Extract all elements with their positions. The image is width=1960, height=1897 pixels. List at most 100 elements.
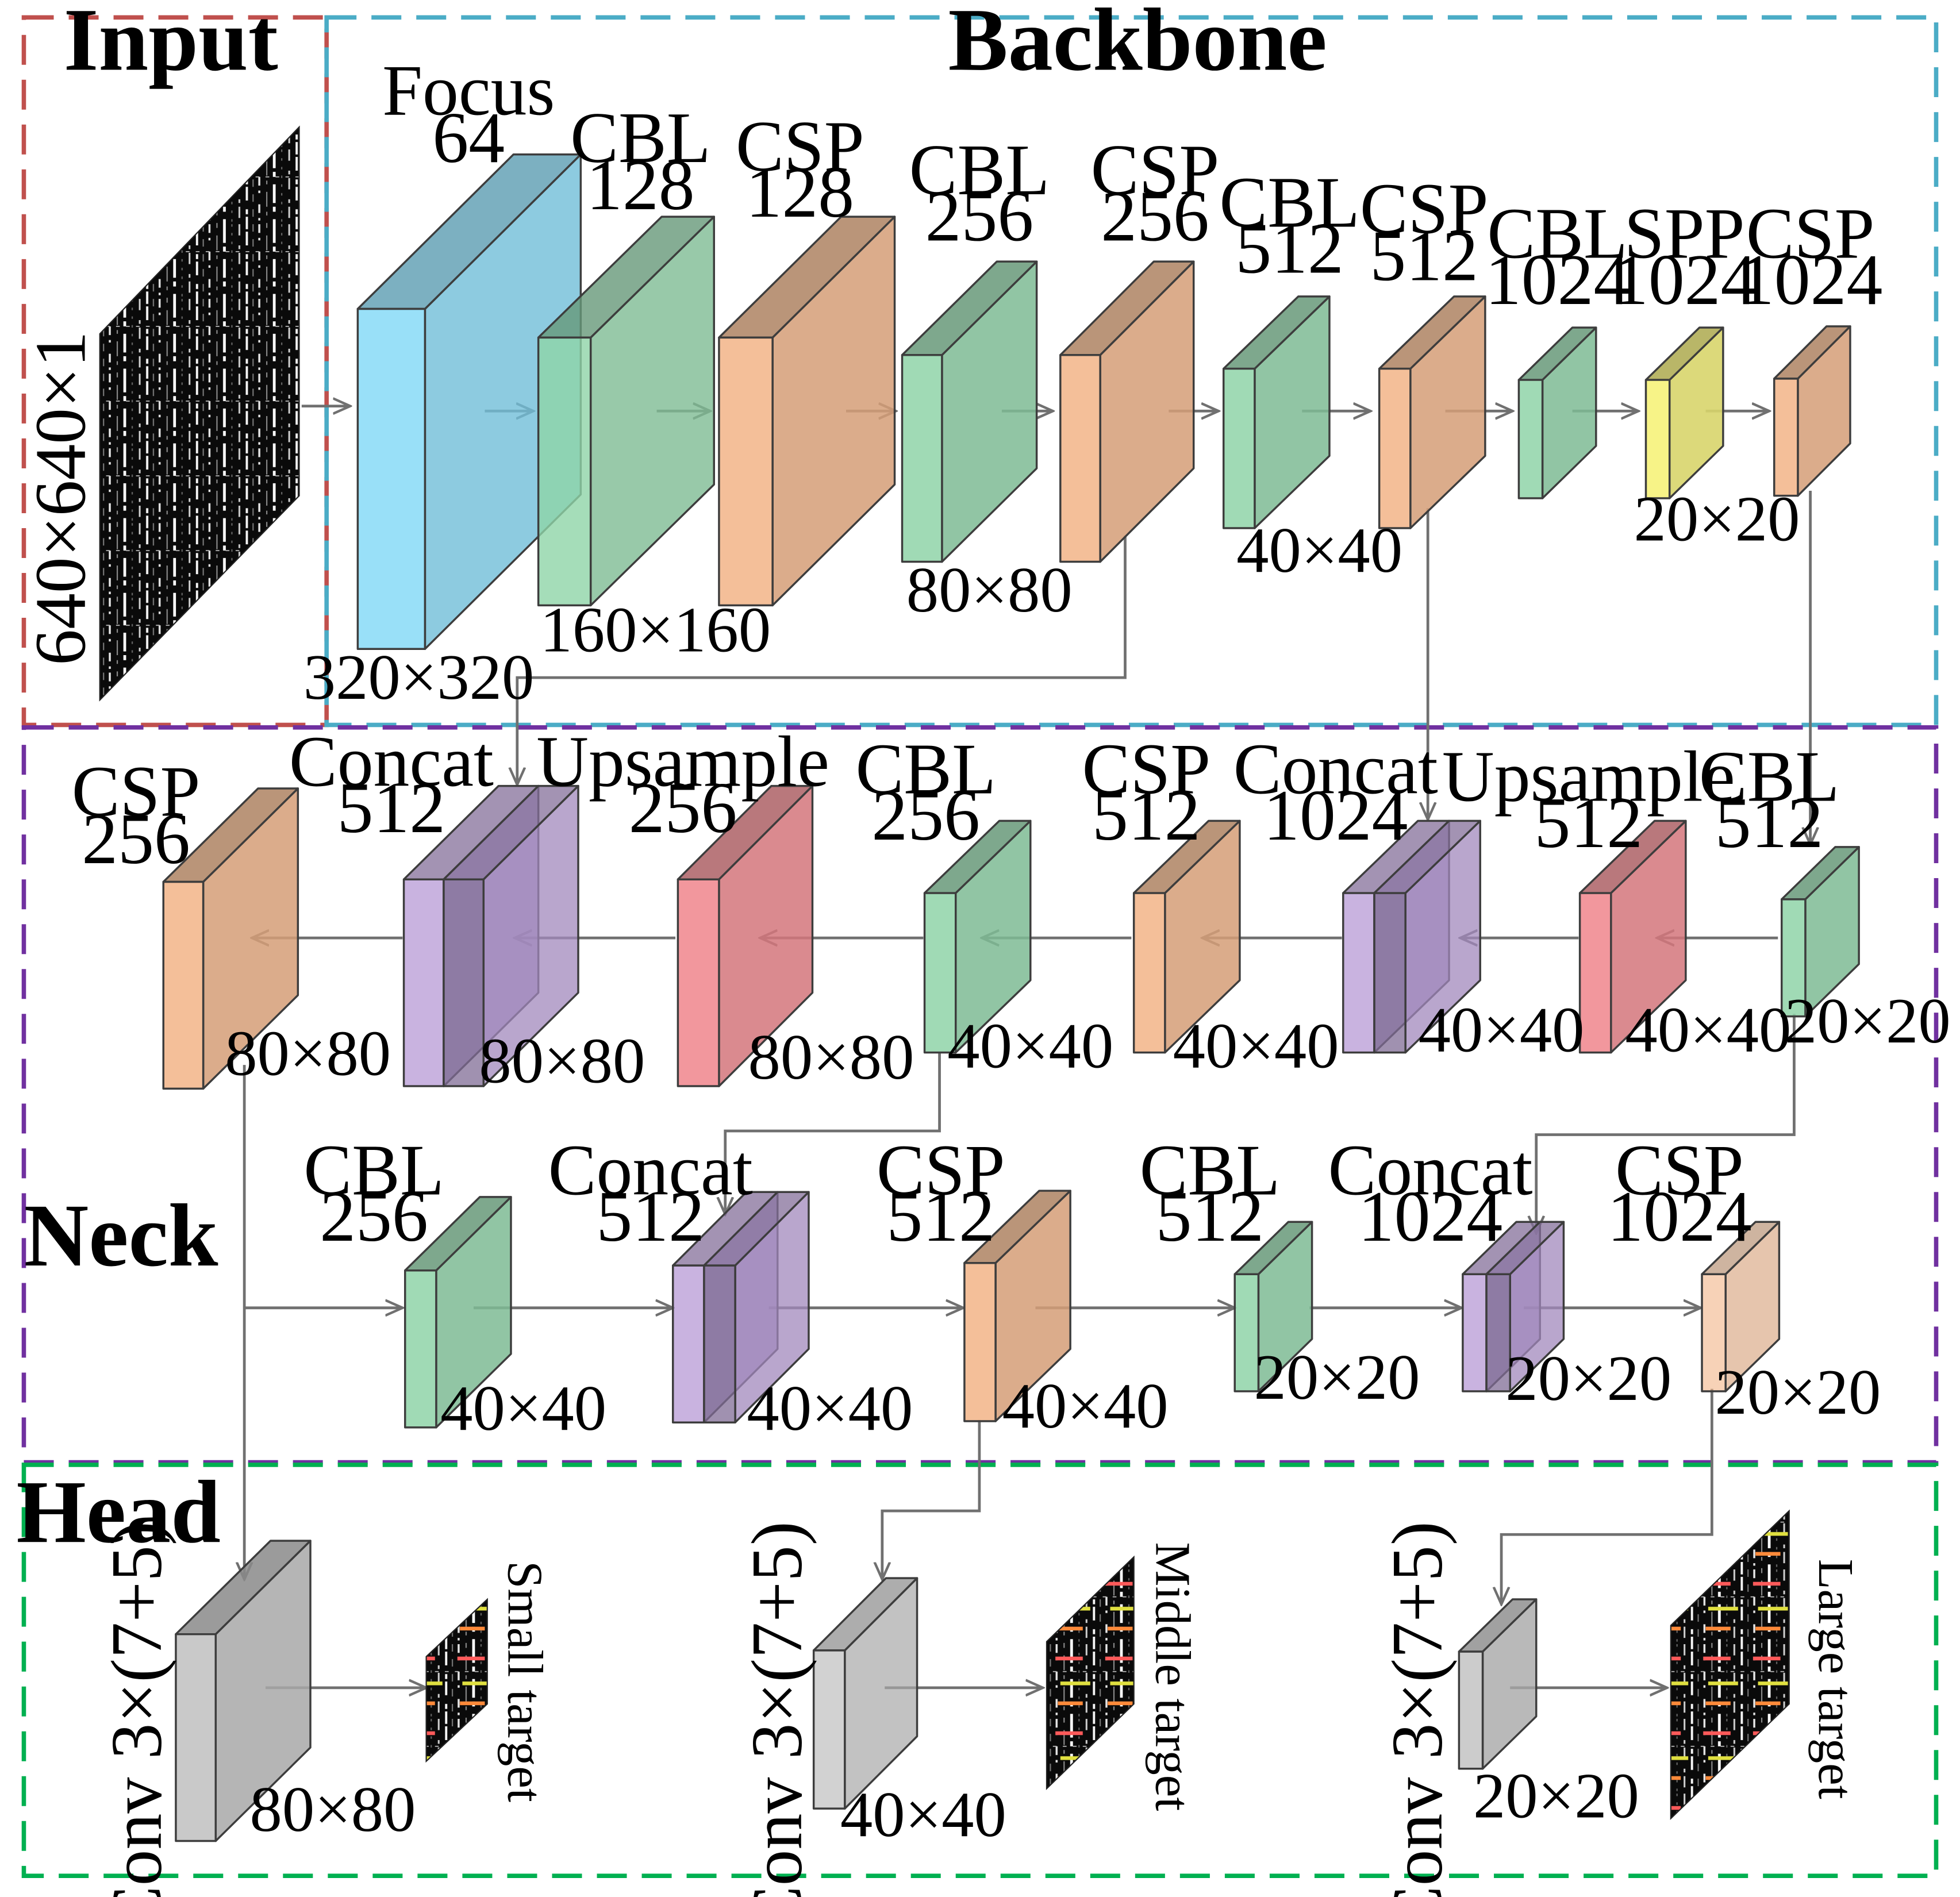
cbl512-channels: 512 — [1235, 209, 1344, 289]
block-neck-csp-256-front — [162, 880, 205, 1090]
neck-concat512-name: Concat — [289, 722, 494, 802]
neck2-csp1024-dim: 20×20 — [1715, 1357, 1881, 1428]
block-cbl-1024-front — [1517, 379, 1544, 499]
cbl1024-name: CBL — [1487, 194, 1627, 274]
dim-320: 320×320 — [303, 642, 535, 713]
block-csp-128 — [718, 216, 896, 607]
neck-concat512-channels: 512 — [337, 768, 446, 848]
block-neck-concat-1024-b — [1373, 819, 1481, 1054]
block-neck2-cbl-512 — [1233, 1221, 1313, 1392]
neck-upsample512-dim: 40×40 — [1625, 994, 1791, 1065]
block-focus-front — [356, 307, 426, 650]
block-csp-512 — [1378, 295, 1486, 529]
dim-80: 80×80 — [906, 555, 1073, 626]
neck-row2-labels: CBL 256 40×40 Concat 512 40×40 CSP 512 4… — [303, 1131, 1881, 1445]
backbone-labels: Focus 64 CBL 128 CSP 128 CBL 256 CSP 256… — [303, 51, 1883, 713]
middle-target-label: Middle target — [1146, 1542, 1201, 1811]
neck2-cbl256-dim: 40×40 — [440, 1373, 606, 1444]
head-middle-dim: 40×40 — [840, 1779, 1006, 1850]
block-cbl-512 — [1222, 295, 1331, 529]
head-small-conv-label: Conv 3×(7+5) — [97, 1521, 177, 1897]
block-neck-cbl-256 — [923, 819, 1032, 1054]
dim-40: 40×40 — [1236, 515, 1402, 586]
neck-cbl512-channels: 512 — [1715, 783, 1824, 863]
block-neck-cbl-256-front — [923, 892, 957, 1054]
neck-cbl256-name: CBL — [855, 730, 996, 810]
neck2-concat1024-name: Concat — [1328, 1131, 1532, 1211]
neck-upsample512-channels: 512 — [1535, 783, 1643, 863]
neck-cbl512-name: CBL — [1699, 737, 1839, 817]
neck-section-title: Neck — [24, 1186, 218, 1285]
cbl1024-channels: 1024 — [1485, 240, 1630, 320]
cbl128-name: CBL — [570, 98, 710, 178]
block-csp-128-front — [718, 336, 774, 607]
head-middle-conv-label: Conv 3×(7+5) — [737, 1521, 817, 1897]
block-neck-concat-512-a-front — [402, 878, 445, 1087]
block-neck2-csp-512-front — [963, 1262, 997, 1422]
neck2-cbl512-name: CBL — [1140, 1131, 1280, 1211]
block-neck2-cbl-256-front — [403, 1269, 437, 1429]
middle-target-image — [1046, 1555, 1135, 1790]
input-sonar-image — [99, 125, 300, 702]
block-spp-1024-front — [1644, 379, 1671, 499]
large-target-image — [1670, 1509, 1790, 1821]
neck2-cbl512-channels: 512 — [1156, 1177, 1265, 1257]
block-neck-upsample-256 — [677, 784, 814, 1087]
dim-20: 20×20 — [1634, 484, 1800, 555]
neck2-csp1024-channels: 1024 — [1607, 1177, 1751, 1257]
neck-csp256-channels: 256 — [82, 799, 190, 879]
block-neck2-concat-512-a-front — [671, 1264, 705, 1423]
neck2-csp512-channels: 512 — [886, 1177, 995, 1257]
neck2-concat1024-dim: 20×20 — [1505, 1343, 1671, 1414]
block-neck2-csp-1024 — [1701, 1221, 1781, 1392]
small-target-label: Small target — [498, 1561, 553, 1802]
block-cbl-512-front — [1222, 367, 1256, 529]
neck-csp512-channels: 512 — [1092, 776, 1201, 856]
small-target-image — [425, 1598, 488, 1763]
backbone-section-border — [324, 15, 1939, 728]
block-head-conv-middle — [812, 1577, 918, 1810]
head-small-dim: 80×80 — [250, 1774, 416, 1845]
block-head-conv-large — [1458, 1598, 1538, 1770]
neck-concat512-dim: 80×80 — [479, 1025, 645, 1096]
block-neck-upsample-512 — [1578, 819, 1687, 1054]
cbl128-channels: 128 — [586, 145, 695, 225]
block-neck-upsample-256-front — [677, 878, 720, 1087]
block-neck2-concat-1024-b — [1485, 1221, 1565, 1392]
neck-cbl256-dim: 40×40 — [947, 1010, 1113, 1082]
layer-blocks — [162, 153, 1860, 1842]
neck-concat1024-channels: 1024 — [1263, 776, 1408, 856]
head-large-conv-label: Conv 3×(7+5) — [1378, 1521, 1458, 1897]
neck2-concat512-name: Concat — [548, 1131, 753, 1211]
block-csp-512-front — [1378, 367, 1412, 529]
block-neck-concat-1024-a-front — [1342, 892, 1375, 1054]
block-neck2-concat-1024-b-front — [1485, 1273, 1511, 1392]
csp128-channels: 128 — [746, 153, 855, 233]
spp-name: SPP — [1624, 194, 1745, 274]
arrow-csp512-to-head-middle — [882, 1419, 981, 1579]
csp256-name: CSP — [1091, 130, 1220, 210]
block-neck-concat-512-b-front — [443, 878, 485, 1087]
spp-channels: 1024 — [1612, 240, 1757, 320]
arrow-cbl512-to-concat1024-row2 — [1536, 1014, 1796, 1233]
neck-csp512-name: CSP — [1082, 730, 1211, 810]
csp128-name: CSP — [736, 107, 864, 187]
cbl512-name: CBL — [1219, 163, 1359, 243]
head-outputs: Conv 3×(7+5) 80×80 Small target Conv 3×(… — [97, 1509, 1863, 1897]
csp1024-channels: 1024 — [1738, 240, 1882, 320]
neck2-csp512-name: CSP — [877, 1131, 1005, 1211]
neck-cbl256-channels: 256 — [871, 776, 980, 856]
block-cbl-256-front — [901, 353, 943, 563]
block-csp-256 — [1059, 260, 1195, 563]
neck2-cbl512-dim: 20×20 — [1254, 1342, 1420, 1413]
block-cbl-128-front — [537, 336, 592, 607]
neck-upsample512-name: Upsample — [1442, 737, 1735, 817]
block-neck2-csp-1024-front — [1701, 1273, 1727, 1392]
large-target-label: Large target — [1808, 1559, 1863, 1799]
block-neck-csp-512 — [1132, 819, 1241, 1054]
block-spp-1024 — [1644, 326, 1724, 499]
neck-row1-labels: CSP 256 80×80 Concat 512 80×80 Upsample … — [72, 722, 1951, 1097]
block-neck-cbl-512-front — [1781, 898, 1807, 1018]
